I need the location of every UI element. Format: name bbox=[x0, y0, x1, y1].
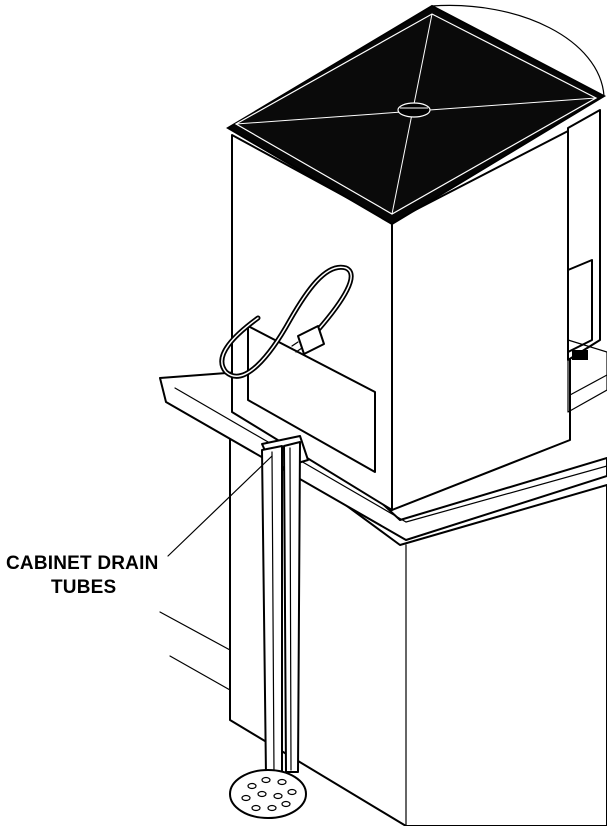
callout-label-line2: TUBES bbox=[51, 577, 117, 598]
callout-label-line1: CABINET DRAIN bbox=[6, 553, 159, 574]
ice-machine-cabinet bbox=[231, 109, 607, 511]
callout-leader bbox=[167, 455, 273, 557]
cabinet-drain-tubes bbox=[261, 441, 301, 777]
power-cord-with-plug bbox=[219, 264, 354, 379]
floor-drain bbox=[229, 769, 307, 819]
drip-tray-grille bbox=[572, 350, 588, 360]
ice-machine-lid bbox=[226, 4, 607, 226]
lower-cabinet bbox=[159, 419, 607, 826]
